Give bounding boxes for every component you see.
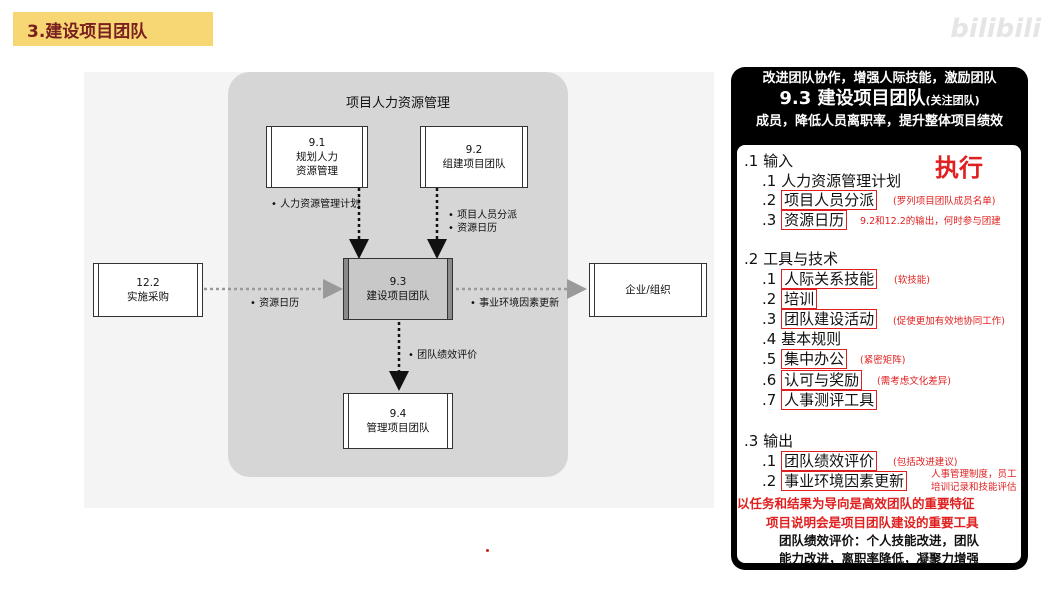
flow-label-team-assessment: • 团队绩效评价 [408, 350, 478, 361]
process-id: 9.4 [389, 407, 407, 420]
exec-label: 执行 [935, 154, 983, 182]
item-text: 人事测评工具 [781, 390, 878, 410]
output-2: .2 事业环境因素更新 [762, 470, 908, 491]
flow-label-hr-plan: • 人力资源管理计划 [271, 199, 361, 210]
input-3-note: 9.2和12.2的输出，何时参与团建 [860, 216, 1001, 227]
pointer-dot [486, 549, 489, 552]
flow-label-staff-assignment: • 项目人员分派 [448, 210, 518, 221]
tool-2: .2 培训 [762, 288, 818, 309]
item-text: 项目人员分派 [781, 190, 878, 210]
enterprise-organization: 企业/组织 [589, 263, 707, 317]
item-number: .2 [762, 290, 777, 308]
summary-header: 改进团队协作，增强人际技能，激励团队 9.3 建设项目团队(关注团队) 成员，降… [731, 67, 1028, 131]
item-text: 资源日历 [781, 210, 848, 230]
process-label: 建设项目团队 [366, 290, 430, 302]
process-9-4: 9.4 管理项目团队 [343, 393, 453, 449]
process-label: 组建项目团队 [442, 158, 506, 170]
item-text: 团队绩效评价 [781, 451, 878, 471]
footer-red-2: 项目说明会是项目团队建设的重要工具 [766, 515, 979, 530]
tools-heading: .2 工具与技术 [744, 250, 839, 268]
footer-black-2: 能力改进，离职率降低，凝聚力增强 [778, 551, 979, 566]
output-1: .1 团队绩效评价 [762, 450, 878, 471]
tool-5: .5 集中办公 [762, 348, 848, 369]
input-1: .1 人力资源管理计划 [762, 172, 902, 190]
footer-red-1: 以任务和结果为导向是高效团队的重要特征 [737, 496, 975, 511]
output-2-note-2: 培训记录和技能评估 [931, 482, 1017, 493]
process-9-3: 9.3 建设项目团队 [343, 258, 453, 320]
item-number: .1 [762, 270, 777, 288]
bilibili-watermark: bilibili [950, 14, 1041, 44]
item-number: .2 [762, 472, 777, 490]
output-1-note: (包括改进建议) [893, 457, 958, 468]
tool-6-note: (需考虑文化差异) [877, 376, 951, 387]
flow-label-resource-calendar: • 资源日历 [448, 223, 498, 234]
process-9-1: 9.1 规划人力 资源管理 [266, 126, 368, 188]
tool-1-note: (软技能) [894, 275, 930, 286]
tool-1: .1 人际关系技能 [762, 268, 878, 289]
header-focus-note: (关注团队) [925, 94, 980, 107]
item-number: .5 [762, 350, 777, 368]
input-2-note: (罗列项目团队成员名单) [893, 196, 996, 207]
item-text: 认可与奖励 [781, 370, 863, 390]
process-9-2: 9.2 组建项目团队 [420, 126, 528, 188]
tool-6: .6 认可与奖励 [762, 369, 863, 390]
item-number: .6 [762, 371, 777, 389]
header-line-1: 改进团队协作，增强人际技能，激励团队 [762, 71, 997, 86]
item-text: 培训 [781, 289, 818, 309]
item-number: .3 [762, 310, 777, 328]
outputs-heading: .3 输出 [744, 432, 794, 450]
item-number: .1 [762, 452, 777, 470]
process-12-2: 12.2 实施采购 [93, 263, 203, 317]
process-label: 管理项目团队 [366, 422, 430, 434]
process-label: 规划人力 资源管理 [296, 150, 338, 178]
process-label: 企业/组织 [625, 283, 671, 296]
process-id: 9.1 [308, 136, 326, 149]
footer-black-1: 团队绩效评价：个人技能改进，团队 [778, 533, 979, 548]
item-number: .2 [762, 191, 777, 209]
flow-label-resource-calendar-2: • 资源日历 [250, 298, 300, 309]
item-text: 团队建设活动 [781, 309, 878, 329]
output-2-note-1: 人事管理制度，员工 [931, 469, 1017, 480]
item-text: 人际关系技能 [781, 269, 878, 289]
header-line-3: 成员，降低人员离职率，提升整体项目绩效 [755, 114, 1003, 129]
tool-4: .4 基本规则 [762, 330, 842, 348]
slide-title: 3.建设项目团队 [13, 12, 213, 46]
process-id: 9.3 [389, 275, 407, 288]
flow-label-eef-updates: • 事业环境因素更新 [470, 298, 560, 309]
input-3: .3 资源日历 [762, 209, 848, 230]
process-id: 9.2 [465, 143, 483, 156]
header-process-name: 9.3 建设项目团队 [779, 88, 926, 109]
tool-3-note: (促使更加有效地协同工作) [893, 316, 1005, 327]
tool-7: .7 人事测评工具 [762, 389, 878, 410]
input-2: .2 项目人员分派 [762, 189, 878, 210]
summary-body [737, 145, 1021, 563]
group-title: 项目人力资源管理 [345, 96, 450, 111]
item-text: 集中办公 [781, 349, 848, 369]
item-number: .3 [762, 211, 777, 229]
process-label: 实施采购 [127, 291, 169, 303]
process-id: 12.2 [136, 276, 160, 289]
tool-5-note: (紧密矩阵) [860, 355, 906, 366]
tool-3: .3 团队建设活动 [762, 308, 878, 329]
header-line-2: 9.3 建设项目团队(关注团队) [731, 88, 1028, 112]
item-number: .7 [762, 391, 777, 409]
inputs-heading: .1 输入 [744, 152, 794, 170]
item-text: 事业环境因素更新 [781, 471, 908, 491]
